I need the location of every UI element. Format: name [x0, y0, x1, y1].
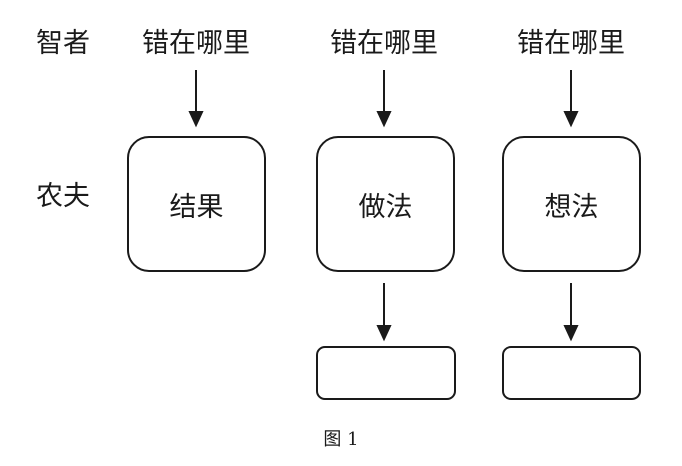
column-3-question: 错在哪里 [517, 28, 625, 59]
arrow-col2-down [376, 70, 392, 128]
empty-box-col3 [502, 346, 641, 400]
column-1-question: 错在哪里 [142, 28, 250, 59]
row-label-wise: 智者 [36, 28, 90, 59]
box-thought-label: 想法 [544, 191, 599, 223]
column-2-question: 错在哪里 [330, 28, 438, 59]
empty-box-col2 [316, 346, 456, 400]
box-thought: 想法 [502, 136, 641, 272]
box-result-label: 结果 [169, 191, 224, 223]
arrow-col1-down [188, 70, 204, 128]
arrow-col3-down [563, 70, 579, 128]
arrow-col2-to-small-box [376, 283, 392, 342]
arrow-col3-to-small-box [563, 283, 579, 342]
box-method: 做法 [316, 136, 455, 272]
box-result: 结果 [127, 136, 266, 272]
row-label-farmer: 农夫 [36, 181, 90, 212]
box-method-label: 做法 [358, 191, 413, 223]
figure-caption: 图 1 [323, 429, 359, 450]
